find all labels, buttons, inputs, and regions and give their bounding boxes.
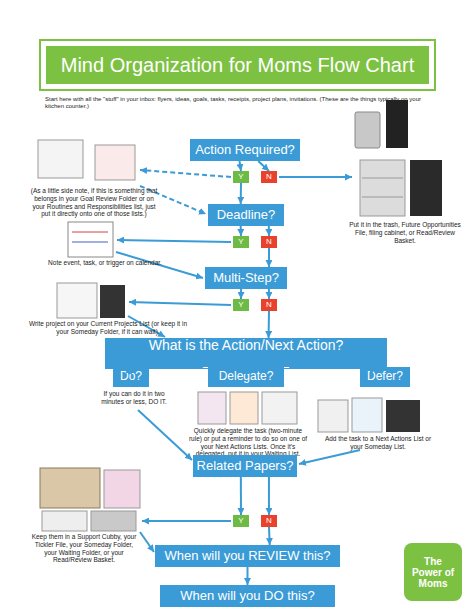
flow-arrow: [268, 311, 270, 338]
note-text: If you can do it in two minutes or less,…: [98, 390, 170, 406]
action-box: What is the Action/Next Action? ________…: [105, 338, 387, 369]
node-text: When will you REVIEW this?: [164, 549, 330, 563]
flow-arrow: [240, 289, 242, 299]
node-text: Deadline?: [217, 208, 276, 222]
filing-cabinet: [360, 160, 405, 216]
node-text: Defer?: [367, 370, 403, 383]
note-text: (As a little side note, if this is somet…: [28, 187, 160, 218]
node-text: N: [266, 173, 272, 182]
flow-arrow: [240, 161, 242, 171]
option-box: Do?: [113, 367, 149, 387]
flow-arrow: [258, 161, 269, 171]
flow-arrow: [268, 226, 270, 236]
decision-box: Multi-Step?: [205, 267, 287, 289]
title-banner: [46, 46, 429, 84]
list-photo: [262, 392, 297, 424]
note-text: Note event, task, or trigger on calendar…: [40, 259, 170, 267]
option-box: Defer?: [360, 367, 410, 387]
node-text: N: [266, 517, 272, 526]
note-text: Start here with all the "stuff" in your …: [45, 96, 435, 110]
file-holder: [386, 100, 408, 148]
no-box: N: [261, 236, 277, 248]
project-list-photo: [57, 283, 97, 318]
logo-badge: The Power of Moms: [404, 543, 462, 601]
list-photo: [318, 400, 348, 432]
dashed-arrow: [140, 170, 231, 177]
no-box: N: [261, 515, 277, 527]
paper-photo: [95, 145, 135, 180]
node-text: What is the Action/Next Action? ________…: [105, 338, 387, 369]
node-text: Action Required?: [195, 143, 295, 157]
flow-arrow: [268, 248, 270, 267]
flow-arrow: [268, 477, 270, 515]
list-photo: [352, 398, 382, 432]
trash-can: [355, 112, 380, 148]
flow-arrow: [240, 226, 242, 236]
question-box: When will you DO this?: [160, 585, 335, 607]
paper-photo: [38, 140, 83, 178]
decision-box: Action Required?: [190, 139, 300, 161]
yes-box: Y: [233, 515, 249, 527]
file-holder: [410, 160, 442, 216]
note-text: Keep them in a Support Cubby, your Tickl…: [28, 533, 140, 564]
no-box: N: [261, 299, 277, 311]
option-box: Delegate?: [208, 367, 284, 387]
note-text: Quickly delegate the task (two-minute ru…: [188, 427, 308, 458]
drawer-line: [362, 178, 403, 179]
yes-box: Y: [233, 299, 249, 311]
list-photo: [230, 392, 258, 424]
question-box: When will you REVIEW this?: [155, 545, 340, 567]
note-text: Add the task to a Next Actions List or y…: [323, 435, 433, 451]
node-text: N: [266, 238, 272, 247]
flow-arrow: [268, 527, 271, 545]
node-text: Y: [238, 173, 243, 182]
node-text: N: [266, 301, 272, 310]
flow-arrow: [268, 289, 270, 299]
note-text: Put it in the trash, Future Opportunitie…: [346, 221, 464, 244]
decision-box: Related Papers?: [193, 455, 297, 477]
list-photo: [198, 392, 226, 424]
folder-photo: [42, 511, 87, 531]
flow-arrow: [117, 240, 231, 242]
flow-arrow: [247, 567, 249, 585]
flow-arrow: [240, 183, 242, 204]
node-text: Y: [238, 301, 243, 310]
node-text: Do?: [120, 370, 142, 383]
note-text: Write project on your Current Projects L…: [28, 320, 188, 336]
flow-arrow: [279, 176, 352, 178]
tickler-photo: [104, 470, 140, 508]
node-text: Related Papers?: [197, 459, 294, 473]
calendar-line: [72, 232, 108, 233]
yes-box: Y: [233, 171, 249, 183]
someday-folder-photo: [100, 285, 125, 318]
drawer-line: [362, 197, 403, 198]
flow-arrow: [299, 450, 360, 464]
no-box: N: [261, 171, 277, 183]
flow-arrow: [142, 520, 231, 522]
basket-photo: [91, 511, 136, 531]
folder-photo: [386, 400, 420, 432]
node-text: When will you DO this?: [180, 589, 314, 603]
flow-arrow: [129, 302, 231, 305]
flow-arrow: [138, 410, 192, 460]
decision-box: Deadline?: [208, 204, 284, 226]
yes-box: Y: [233, 236, 249, 248]
chart-title: Mind Organization for Moms Flow Chart: [46, 46, 429, 84]
flow-arrow: [140, 532, 154, 552]
calendar-line: [72, 242, 108, 243]
node-text: Y: [238, 517, 243, 526]
calendar-photo: [68, 222, 113, 257]
node-text: Delegate?: [219, 370, 274, 383]
flow-arrow: [240, 477, 242, 515]
title-frame: [40, 40, 435, 90]
node-text: Y: [238, 238, 243, 247]
node-text: The Power of Moms: [408, 556, 458, 589]
cubby-photo: [40, 468, 100, 508]
node-text: Multi-Step?: [213, 271, 279, 285]
